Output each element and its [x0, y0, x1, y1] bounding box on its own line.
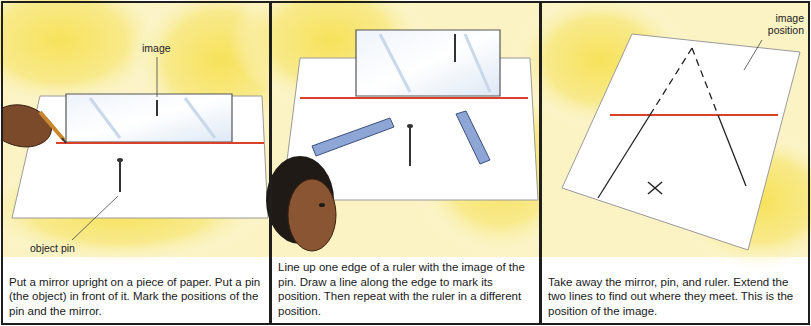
callout-label: object pin — [30, 242, 100, 254]
step-panel: Line up one edge of a ruler with the ima… — [270, 1, 541, 325]
panel-1-drawing — [2, 57, 268, 240]
panel-2-drawing — [266, 30, 538, 251]
step-caption: Line up one edge of a ruler with the ima… — [272, 260, 539, 323]
panel-3-drawing — [562, 34, 800, 250]
yellow-background — [0, 0, 811, 270]
step-caption: Take away the mirror, pin, and ruler. Ex… — [542, 275, 808, 324]
callout-label: image — [142, 42, 182, 54]
step-caption: Put a mirror upright on a piece of paper… — [3, 275, 269, 324]
step-panel: Take away the mirror, pin, and ruler. Ex… — [540, 1, 810, 325]
callout-label: image position — [754, 12, 804, 36]
step-panel: Put a mirror upright on a piece of paper… — [1, 1, 271, 325]
